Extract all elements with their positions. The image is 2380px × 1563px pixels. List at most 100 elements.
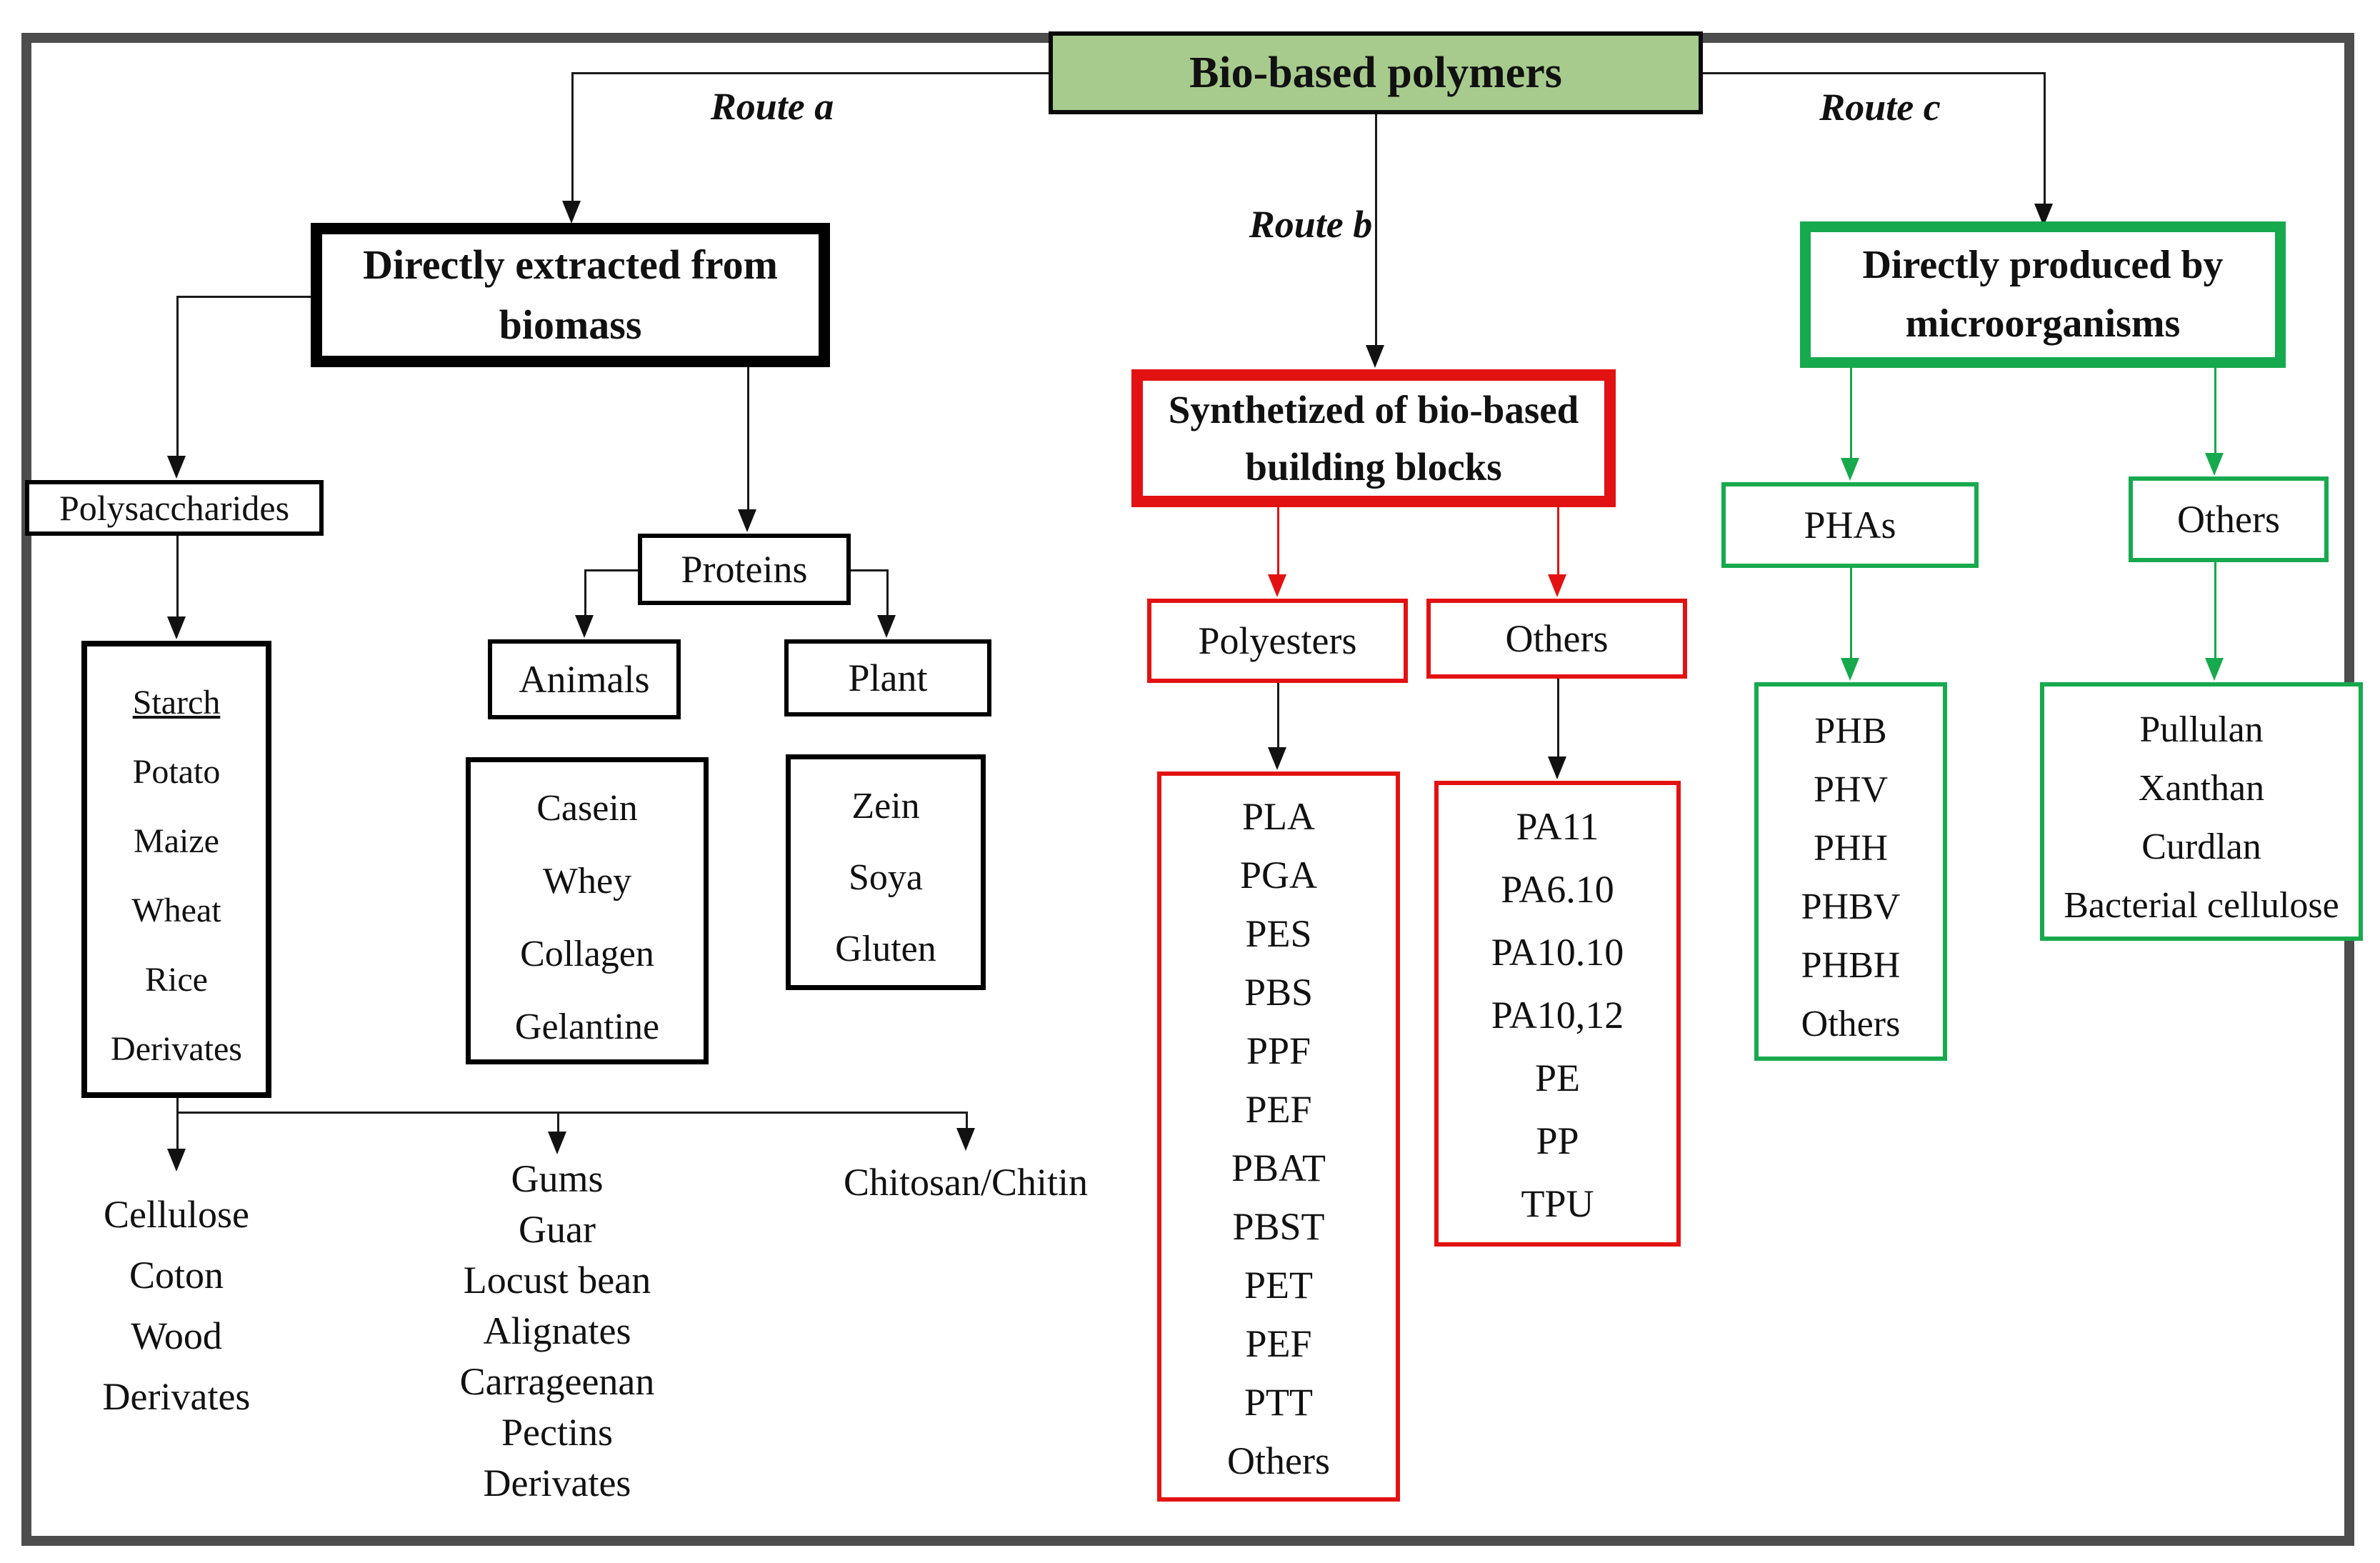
list-item: PGA [1239, 854, 1318, 897]
list-item: PPF [1246, 1029, 1311, 1072]
connector-others-to-polyamides [1557, 679, 1559, 758]
connector-root-to-route-a [571, 72, 1049, 74]
arrowhead-cellulose [167, 1149, 186, 1172]
connector-root-to-route-c [1703, 72, 2046, 74]
arrowhead-polyesters-list [1268, 747, 1286, 770]
route-a-label: Route a [710, 85, 834, 128]
list-item: Carrageenan [459, 1360, 655, 1403]
node-phas: PHAs [1721, 482, 1979, 568]
list-item: Gluten [835, 929, 936, 969]
node-plant-label: Plant [848, 656, 928, 699]
arrowhead-animals [575, 615, 594, 638]
list-item: Zein [851, 786, 920, 827]
connector-synthetized-to-others [1557, 507, 1559, 576]
list-item: Casein [536, 788, 638, 829]
list-item: Maize [134, 822, 219, 860]
node-polysaccharides-label: Polysaccharides [59, 488, 290, 528]
node-animals-label: Animals [519, 658, 650, 701]
node-proteins: Proteins [638, 534, 851, 605]
list-item: PA10,12 [1491, 994, 1624, 1037]
list-item: PA11 [1516, 805, 1599, 848]
connector-produced-to-phas [1850, 368, 1852, 459]
list-item: Alignates [483, 1309, 631, 1352]
list-item: TPU [1521, 1182, 1594, 1225]
node-chitosan: Chitosan/Chitin [823, 1159, 1109, 1206]
node-synthetized-label: Synthetized of bio-based building blocks [1168, 387, 1579, 489]
node-others-micro: Others [2129, 476, 2329, 562]
list-item: PE [1534, 1057, 1581, 1099]
connector-polysaccharides-to-starch [176, 536, 179, 618]
connector-synthetized-to-polyesters [1277, 507, 1279, 576]
list-item: PA6.10 [1501, 868, 1614, 911]
node-bio-based-polymers: Bio-based polymers [1049, 31, 1703, 114]
route-c-label: Route c [1819, 86, 1941, 129]
node-directly-extracted-label: Directly extracted from biomass [363, 241, 778, 348]
list-item: Pectins [501, 1411, 613, 1454]
list-item: Bacterial cellulose [2064, 885, 2339, 926]
list-item: PBAT [1231, 1147, 1326, 1189]
list-starch-head: Starch [132, 684, 221, 721]
list-item: PHH [1813, 828, 1889, 869]
arrowhead-route-a [562, 201, 581, 224]
route-b-label: Route b [1249, 203, 1373, 246]
connector-proteins-to-animals-h [584, 569, 638, 571]
connector-extracted-to-polysaccharides-v [176, 296, 179, 459]
list-item: PES [1245, 912, 1312, 955]
connector-junction-cellulose [176, 1112, 179, 1149]
connector-others-micro-to-list [2214, 562, 2216, 659]
list-item: Cellulose [104, 1193, 249, 1236]
node-phas-label: PHAs [1804, 504, 1896, 546]
list-item: Collagen [520, 934, 654, 974]
list-item: Potato [132, 753, 221, 791]
arrowhead-pha-list [1841, 658, 1859, 681]
list-item: PBST [1232, 1205, 1325, 1248]
arrowhead-gums [548, 1132, 566, 1154]
arrowhead-micro-others-list [2205, 658, 2224, 681]
list-item: Soya [849, 857, 923, 898]
node-directly-extracted: Directly extracted from biomass [311, 223, 830, 367]
connector-polyesters-to-list [1277, 683, 1279, 749]
node-directly-produced-label: Directly produced by microorganisms [1862, 243, 2224, 346]
node-animals: Animals [488, 639, 681, 719]
connector-route-c-drop [2044, 72, 2046, 216]
list-item: Guar [519, 1208, 596, 1251]
connector-route-a-drop [571, 72, 574, 214]
list-item: Whey [542, 861, 632, 902]
list-item: PA10.10 [1491, 931, 1624, 974]
list-item: Wood [131, 1314, 222, 1357]
connector-route-b-drop [1375, 114, 1377, 358]
connector-produced-to-others-micro [2214, 368, 2216, 454]
list-item: Derivates [111, 1030, 242, 1068]
arrowhead-polysaccharides [167, 456, 186, 479]
list-item: PP [1536, 1119, 1579, 1162]
connector-extracted-to-proteins [747, 367, 749, 511]
arrowhead-polyamides-list [1548, 756, 1566, 779]
list-item: Curdlan [2141, 827, 2261, 867]
list-item: Derivates [102, 1375, 251, 1418]
connector-phas-to-list [1850, 568, 1852, 659]
connector-proteins-to-animals-v [584, 569, 586, 616]
list-item: PET [1244, 1264, 1313, 1307]
list-item: Others [1801, 1004, 1901, 1044]
node-title-label: Bio-based polymers [1189, 48, 1562, 97]
list-item: Coton [129, 1254, 224, 1297]
node-chitosan-label: Chitosan/Chitin [843, 1161, 1089, 1204]
arrowhead-proteins [738, 509, 756, 532]
list-item: PEF [1245, 1322, 1312, 1365]
list-item: Gelantine [514, 1007, 660, 1047]
node-others-synthetic-label: Others [1505, 617, 1609, 660]
node-polyesters: Polyesters [1147, 599, 1408, 683]
